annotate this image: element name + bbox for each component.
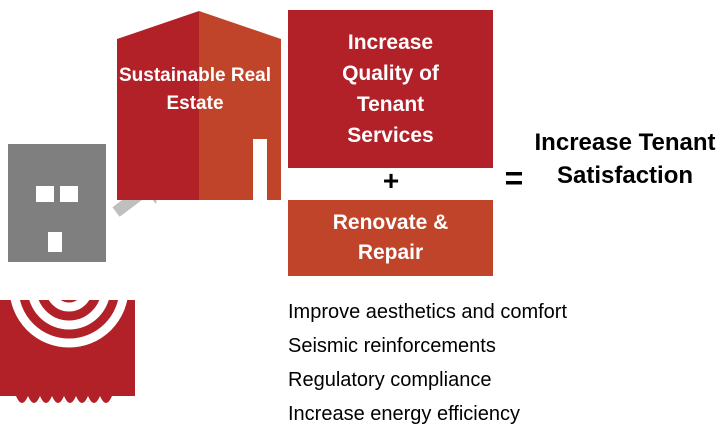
renovate-repair-label: Renovate & Repair	[332, 211, 449, 264]
list-item: Increase energy efficiency	[288, 403, 520, 425]
tenant-satisfaction-result: Increase Tenant Satisfaction	[534, 129, 716, 189]
building-icon	[8, 144, 106, 262]
increase-quality-box: Increase Quality of Tenant Services	[288, 10, 493, 168]
plus-sign: +	[382, 165, 400, 196]
benefits-list: Improve aesthetics and comfort Seismic r…	[288, 295, 567, 431]
list-item: Improve aesthetics and comfort	[288, 301, 568, 323]
list-item: Seismic reinforcements	[288, 335, 496, 357]
house-icon	[117, 11, 281, 200]
equals-sign: =	[504, 160, 524, 196]
increase-quality-label: Increase Quality of Tenant Services	[342, 31, 439, 147]
renovate-repair-box: Renovate & Repair	[288, 200, 493, 276]
list-item: Regulatory compliance	[288, 369, 492, 391]
house-label: Sustainable Real Estate	[118, 65, 272, 114]
seismic-waves-icon	[0, 300, 135, 437]
